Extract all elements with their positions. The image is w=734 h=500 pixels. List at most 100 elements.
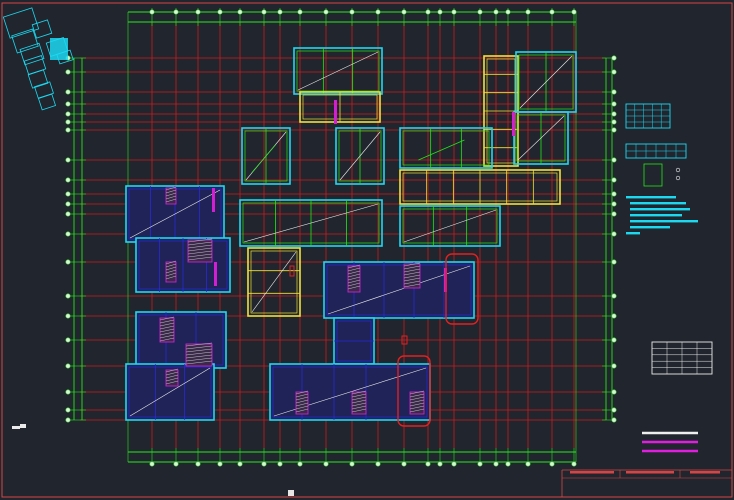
axis-bubble-bottom (451, 461, 457, 467)
axis-bubble-left (65, 119, 71, 125)
axis-bubble-bottom (323, 461, 329, 467)
axis-bubble-right (611, 259, 617, 265)
stair-hatch-line (185, 354, 213, 359)
diagonal-line (519, 55, 573, 109)
key-plan-block (23, 55, 47, 75)
stair-hatch-line (347, 285, 361, 290)
stair-hatch-line (159, 319, 175, 324)
stair-hatch-line (351, 390, 367, 395)
axis-bubble-right (611, 127, 617, 133)
axis-bubble-left (65, 69, 71, 75)
axis-bubble-left (65, 101, 71, 107)
side-note (12, 426, 20, 429)
stair-hatch-line (351, 396, 367, 401)
stair-hatch-line (187, 238, 213, 243)
axis-bubble-bottom (571, 461, 577, 467)
axis-bubble-bottom (477, 461, 483, 467)
stair-hatch-line (295, 408, 309, 413)
revision-cloud (445, 253, 479, 325)
table-schedule-1 (625, 103, 671, 129)
stair-hatch (409, 390, 425, 415)
stair-hatch-line (185, 360, 213, 365)
stair-hatch-line (409, 396, 425, 401)
key-plan-block (31, 19, 53, 39)
stair-hatch (165, 368, 179, 387)
stair-hatch-line (409, 393, 425, 398)
stair-hatch-line (351, 393, 367, 398)
axis-bubble-right (611, 177, 617, 183)
stair-hatch-line (403, 283, 421, 288)
axis-bubble-right (611, 417, 617, 423)
axis-bubble-left (65, 389, 71, 395)
key-plan-block (19, 42, 45, 66)
axis-bubble-top (323, 9, 329, 15)
key-plan-block (27, 69, 49, 89)
axis-bubble-left (65, 201, 71, 207)
stair-hatch-line (347, 279, 361, 284)
block-center-lower (323, 261, 475, 319)
block-inner-wall (250, 250, 298, 314)
axis-bubble-top (401, 9, 407, 15)
stair-hatch-line (295, 393, 309, 398)
revision-marker (401, 335, 408, 345)
stair-hatch-line (187, 244, 213, 249)
block-bottom-center (269, 363, 431, 421)
axis-bubble-bottom (425, 461, 431, 467)
stair-hatch-line (187, 256, 213, 261)
stair-hatch-line (187, 247, 213, 252)
stair-hatch-line (165, 368, 179, 373)
block-yellow-stair (247, 247, 301, 317)
magenta-column (212, 188, 215, 212)
axis-bubble-left (65, 111, 71, 117)
stair-hatch-line (159, 328, 175, 333)
side-note (20, 424, 26, 428)
block-top-center (293, 47, 383, 95)
axis-bubble-left (65, 177, 71, 183)
axis-bubbles (65, 9, 617, 467)
axis-bubble-top (477, 9, 483, 15)
stair-hatch-line (165, 371, 179, 376)
building-blocks (125, 47, 577, 421)
axis-bubble-bottom (525, 461, 531, 467)
note-text-line (626, 232, 640, 235)
stair-hatch-line (295, 399, 309, 404)
axis-bubble-right (611, 407, 617, 413)
axis-bubble-bottom (277, 461, 283, 467)
block-inner-wall (272, 366, 428, 418)
diagonal-line (517, 115, 565, 161)
axis-bubble-bottom (173, 461, 179, 467)
stair-hatch-line (187, 250, 213, 255)
stair-hatch-line (165, 189, 177, 194)
revision-marker (289, 265, 295, 277)
axis-bubble-bottom (437, 461, 443, 467)
notes-block (12, 196, 698, 429)
block-inner-wall (296, 50, 380, 92)
stair-hatch-line (347, 273, 361, 278)
diagonal-line (129, 367, 211, 417)
stair-hatch-line (165, 374, 179, 379)
axis-bubble-right (611, 157, 617, 163)
stair-hatch-line (185, 348, 213, 353)
stair-hatch-line (185, 351, 213, 356)
axis-bubble-right (611, 293, 617, 299)
stair-hatch-line (159, 316, 175, 321)
stair-hatch (295, 390, 309, 415)
axis-bubble-right (611, 389, 617, 395)
revision-cloud (397, 355, 431, 427)
axis-bubble-top (549, 9, 555, 15)
axis-bubble-top (237, 9, 243, 15)
axis-bubble-bottom (505, 461, 511, 467)
stair-hatch-line (347, 276, 361, 281)
axis-bubble-top (277, 9, 283, 15)
block-inner-wall (128, 366, 212, 418)
axis-bubble-bottom (349, 461, 355, 467)
block-mid-left (241, 127, 291, 185)
axis-bubble-left (65, 363, 71, 369)
stair-hatch-line (165, 266, 177, 271)
stair-hatch-line (295, 402, 309, 407)
block-outline (399, 127, 493, 169)
stair-hatch-line (347, 282, 361, 287)
axis-bubble-top (149, 9, 155, 15)
block-yellow-band (399, 169, 561, 205)
